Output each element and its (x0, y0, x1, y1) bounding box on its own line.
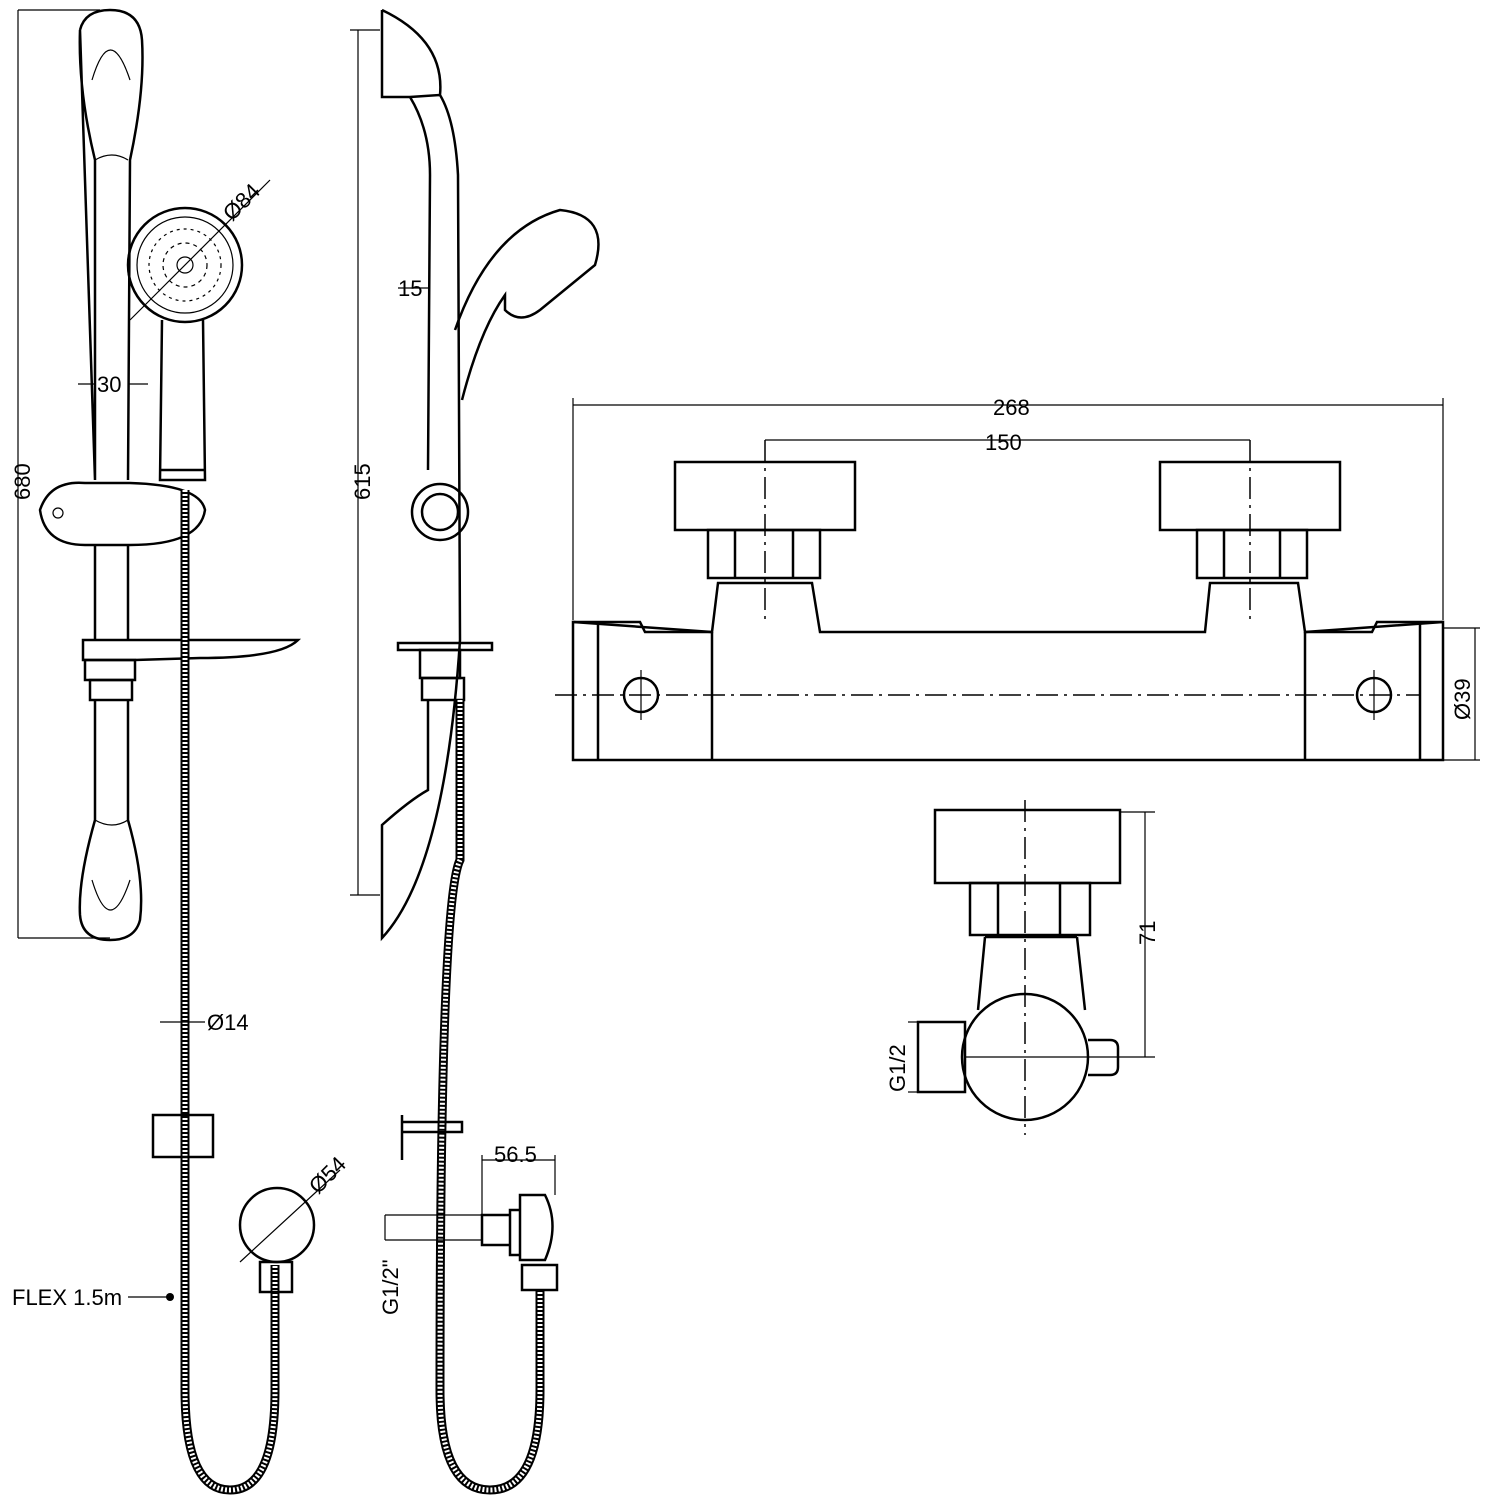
dim-valve-depth: 71 (1135, 921, 1160, 945)
inlet (916, 1020, 967, 1094)
wall-outlet (238, 1186, 316, 1264)
slider-bracket (38, 481, 207, 547)
dim-side-offset: 15 (398, 276, 422, 301)
rail-side-profile (380, 8, 462, 942)
rail-kit-side-view: 615 15 56.5 G1/2" (350, 8, 600, 1495)
riser-rail (78, 8, 144, 942)
valve-body (571, 581, 1445, 762)
dim-handset-diameter: Ø84 (218, 178, 265, 225)
dim-outlet-depth: 56.5 (494, 1142, 537, 1167)
dim-outlet-diameter: Ø54 (304, 1151, 351, 1198)
dim-valve-thread: G1/2 (885, 1044, 910, 1092)
handle-side (933, 808, 1122, 885)
handset-side (453, 208, 600, 401)
dim-hose-diameter: Ø14 (207, 1010, 249, 1035)
dim-side-height: 615 (350, 463, 375, 500)
valve-side-view: 71 G1/2 (885, 800, 1160, 1135)
outlet-side (480, 1193, 554, 1262)
handset-handle (158, 319, 207, 482)
dim-valve-diameter: Ø39 (1450, 678, 1475, 720)
handset-head (126, 206, 244, 324)
label-flex-hose: FLEX 1.5m (12, 1285, 122, 1310)
dim-rail-width: 30 (97, 372, 121, 397)
dim-valve-width: 268 (993, 395, 1030, 420)
hose-retainer (151, 1113, 215, 1159)
dim-outlet-thread: G1/2" (378, 1259, 403, 1315)
dim-rail-height: 680 (10, 463, 35, 500)
valve-front-view: 268 150 Ø39 (555, 395, 1480, 762)
rail-kit-front-view: 680 30 Ø84 Ø14 Ø54 FLEX 1.5m (10, 8, 351, 1495)
soap-dish (81, 638, 302, 662)
dim-valve-centres: 150 (985, 430, 1022, 455)
